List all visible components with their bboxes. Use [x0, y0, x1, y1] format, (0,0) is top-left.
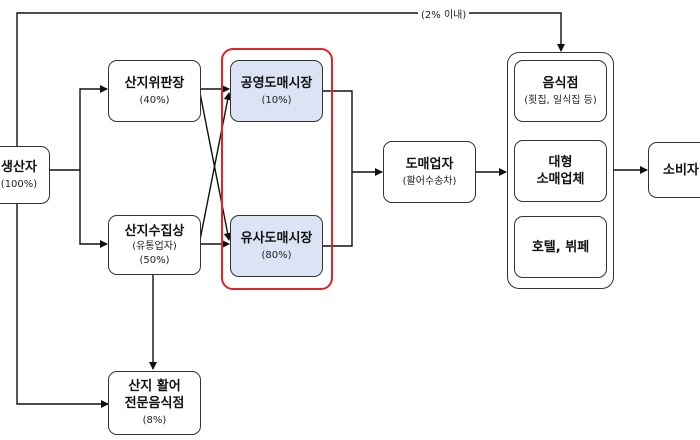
- public-to-wholesaler-line: [322, 90, 353, 247]
- public-market-title: 공영도매시장: [240, 75, 313, 91]
- quasi-market-node: 유사도매시장 (80%): [230, 215, 323, 277]
- local-restaurant-title-1: 산지 활어: [128, 379, 181, 394]
- local-restaurant-share: (8%): [142, 415, 167, 426]
- wholesaler-node: 도매업자 (활어수송차): [383, 141, 476, 203]
- local-collector-title: 산지수집상: [124, 223, 185, 239]
- producer-node: 생산자 (100%): [0, 146, 50, 204]
- quasi-market-share: (80%): [261, 249, 292, 261]
- local-collector-share: (50%): [139, 254, 170, 266]
- local-collector-node: 산지수집상 (유통업자) (50%): [108, 215, 201, 275]
- consumer-node: 소비자: [648, 142, 700, 198]
- quasi-market-title: 유사도매시장: [240, 230, 313, 246]
- producer-share: (100%): [0, 178, 38, 190]
- producer-title: 생산자: [1, 159, 37, 175]
- wholesale-market-group: [221, 48, 333, 290]
- bypass-label: (2% 이내): [418, 6, 470, 21]
- restaurant-sub: (횟집, 일식집 등): [524, 94, 597, 106]
- large-retail-title-1: 대형: [548, 155, 573, 170]
- local-restaurant-title-2: 전문음식점: [124, 396, 185, 411]
- public-market-share: (10%): [261, 94, 292, 106]
- producer-to-local-restaurant-line: [16, 202, 109, 408]
- producer-to-consign-line: [50, 85, 108, 171]
- restaurant-title: 음식점: [542, 75, 579, 91]
- large-retail-node: 대형 소매업체: [514, 140, 607, 202]
- local-collector-type: (유통업자): [132, 240, 177, 252]
- hotel-title: 호텔, 뷔페: [531, 239, 590, 255]
- hotel-node: 호텔, 뷔페: [514, 216, 607, 278]
- local-restaurant-node: 산지 활어 전문음식점 (8%): [108, 371, 201, 435]
- local-consign-share: (40%): [139, 94, 170, 106]
- bypass-line: [16, 12, 565, 148]
- restaurant-node: 음식점 (횟집, 일식집 등): [514, 60, 607, 122]
- consumer-title: 소비자: [663, 162, 699, 178]
- producer-to-collector-line: [79, 170, 108, 248]
- wholesaler-sub: (활어수송차): [402, 175, 457, 187]
- local-consign-node: 산지위판장 (40%): [108, 60, 201, 122]
- wholesaler-title: 도매업자: [405, 156, 454, 172]
- public-market-node: 공영도매시장 (10%): [230, 60, 323, 122]
- large-retail-title-2: 소매업체: [536, 172, 585, 187]
- collector-to-public-line: [199, 92, 232, 241]
- local-consign-title: 산지위판장: [124, 75, 185, 91]
